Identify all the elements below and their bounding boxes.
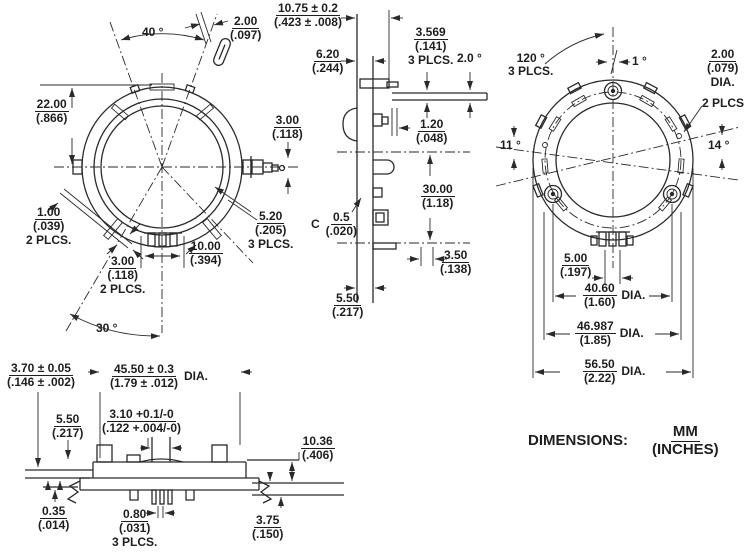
dim-span-30: 30.00(1.18) xyxy=(420,182,455,211)
dim-slot-3: 3.00(.118) 2 PLCS. xyxy=(100,254,146,296)
dim-slot-5-2: 5.20(.205) 3 PLCS. xyxy=(248,209,294,251)
bottom-view-drawing xyxy=(25,369,344,518)
dim-dia-56-5: 56.50(2.22) DIA. xyxy=(582,357,646,386)
back-view-drawing xyxy=(495,27,741,378)
dim-depth-10-75: 10.75 ± 0.2(.423 ± .008) xyxy=(274,1,342,30)
side-view-drawing xyxy=(337,10,488,303)
dim-pitch-5: 5.00(.197) xyxy=(560,251,592,280)
dim-standoff-3-75: 3.75(.150) xyxy=(252,513,284,542)
dim-lead-1-2: 1.20(.048) xyxy=(416,117,448,146)
dim-index-slot-width: 2.00(.097) xyxy=(230,14,262,43)
dim-gap-0-35: 0.35(.014) xyxy=(38,504,70,533)
dim-height-3-7: 3.70 ± 0.05(.146 ± .002) xyxy=(7,361,75,390)
dim-chamfer: C 0.5(.020) xyxy=(311,210,358,239)
rivet-right xyxy=(662,184,682,204)
dim-hole-2-dia: 2.00(.079) DIA. xyxy=(707,47,739,89)
dim-depth-5-5: 5.50(.217) xyxy=(332,291,364,320)
front-view-drawing xyxy=(40,11,299,340)
dim-lead-angle: 2.0 ° xyxy=(457,51,482,65)
dim-slot-1: 1.00(.039) 2 PLCS. xyxy=(26,205,72,247)
dim-offset-3-5: 3.50(.138) xyxy=(440,248,472,277)
dim-angle-14: 14 ° xyxy=(708,138,730,152)
dim-angle-11: 11 ° xyxy=(500,138,521,152)
dim-height-10-36: 10.36(.406) xyxy=(300,434,335,463)
dim-lead-3-569: 3.569(.141) 3 PLCS. xyxy=(408,25,454,67)
units-note: DIMENSIONS: MM (INCHES) xyxy=(528,423,721,459)
dim-height-22: 22.00(.866) xyxy=(34,97,69,126)
units-fraction: MM (INCHES) xyxy=(652,423,719,458)
dim-height-5-5: 5.50(.217) xyxy=(52,412,84,441)
dim-angle-120: 120 ° 3 PLCS. xyxy=(508,51,554,79)
dim-terminal-span: 10.00(.394) xyxy=(188,239,223,268)
dim-pin-0-8: 0.80(.031) 3 PLCS. xyxy=(112,507,158,549)
dim-angle-30: 30 ° xyxy=(96,321,118,335)
rivet-left xyxy=(543,184,563,204)
dim-depth-6-2: 6.20(.244) xyxy=(312,47,344,76)
dim-slot-3-1: 3.10 +0.1/-0(.122 +.004/-0) xyxy=(102,407,182,436)
dim-hole-2-plcs: 2 PLCS xyxy=(702,96,745,110)
dim-angle-1: 1 ° xyxy=(632,54,647,68)
dim-dia-45-5: 45.50 ± 0.3(1.79 ± .012) DIA. xyxy=(110,362,208,391)
dim-shaft-3: 3.00(.118) xyxy=(272,113,303,142)
units-label: DIMENSIONS: xyxy=(528,431,629,449)
dim-angle-40: 40 ° xyxy=(142,25,164,39)
dim-dia-40-6: 40.60(1.60) DIA. xyxy=(582,281,646,310)
dim-dia-46-987: 46.987(1.85) DIA. xyxy=(575,319,644,348)
